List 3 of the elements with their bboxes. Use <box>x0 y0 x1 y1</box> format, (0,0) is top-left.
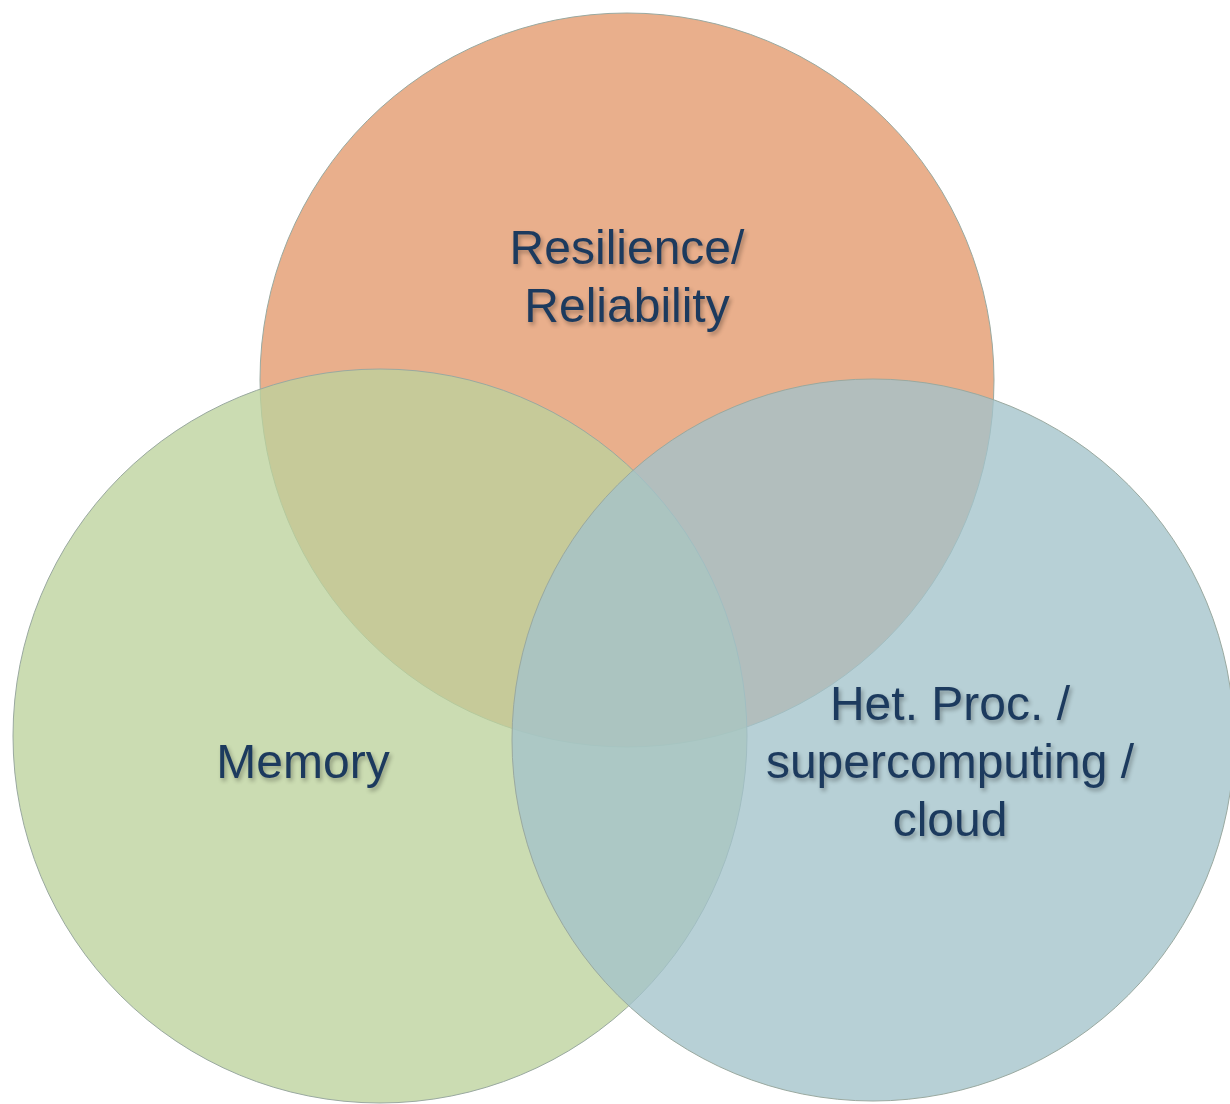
circle-label: Resilience/ Reliability <box>508 220 746 334</box>
circle-label: Het. Proc. / supercomputing / cloud <box>764 676 1136 848</box>
circle-label: Memory <box>216 734 390 790</box>
